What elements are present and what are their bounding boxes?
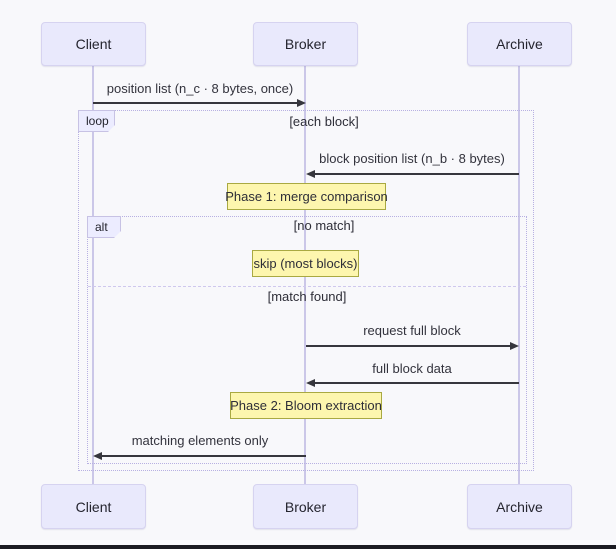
actor-client-bottom: Client	[41, 484, 146, 529]
message-position-list: position list (n_c · 8 bytes, once)	[106, 81, 294, 96]
actor-archive-bottom: Archive	[467, 484, 572, 529]
window-bottom-edge	[0, 545, 616, 549]
loop-frame-label: loop	[78, 110, 115, 132]
alt-section-divider	[88, 286, 526, 287]
message-full-block-data: full block data	[372, 361, 452, 376]
client-lifeline	[92, 66, 94, 484]
message-request-full-block-line	[306, 345, 510, 347]
note-skip-blocks: skip (most blocks)	[252, 250, 359, 277]
loop-frame	[78, 110, 534, 471]
archive-lifeline	[518, 66, 520, 484]
message-block-position-list-line	[315, 173, 519, 175]
arrowhead-left-icon	[93, 452, 102, 460]
message-full-block-data-line	[315, 382, 519, 384]
arrowhead-right-icon	[297, 99, 306, 107]
arrowhead-left-icon	[306, 170, 315, 178]
message-block-position-list: block position list (n_b · 8 bytes)	[319, 151, 505, 166]
alt-frame-label: alt	[87, 216, 121, 238]
message-request-full-block: request full block	[363, 323, 461, 338]
alt-section-match-found-label: [match found]	[267, 289, 347, 304]
message-matching-elements-line	[102, 455, 306, 457]
arrowhead-left-icon	[306, 379, 315, 387]
message-matching-elements: matching elements only	[131, 433, 269, 448]
actor-client-top: Client	[41, 22, 146, 66]
loop-frame-title: [each block]	[289, 114, 359, 129]
alt-section-no-match-label: [no match]	[293, 218, 355, 233]
arrowhead-right-icon	[510, 342, 519, 350]
actor-broker-top: Broker	[253, 22, 358, 66]
note-phase-1: Phase 1: merge comparison	[225, 183, 388, 210]
alt-frame	[87, 216, 527, 464]
message-position-list-line	[93, 102, 298, 104]
actor-archive-top: Archive	[467, 22, 572, 66]
note-phase-2: Phase 2: Bloom extraction	[230, 392, 382, 419]
actor-broker-bottom: Broker	[253, 484, 358, 529]
